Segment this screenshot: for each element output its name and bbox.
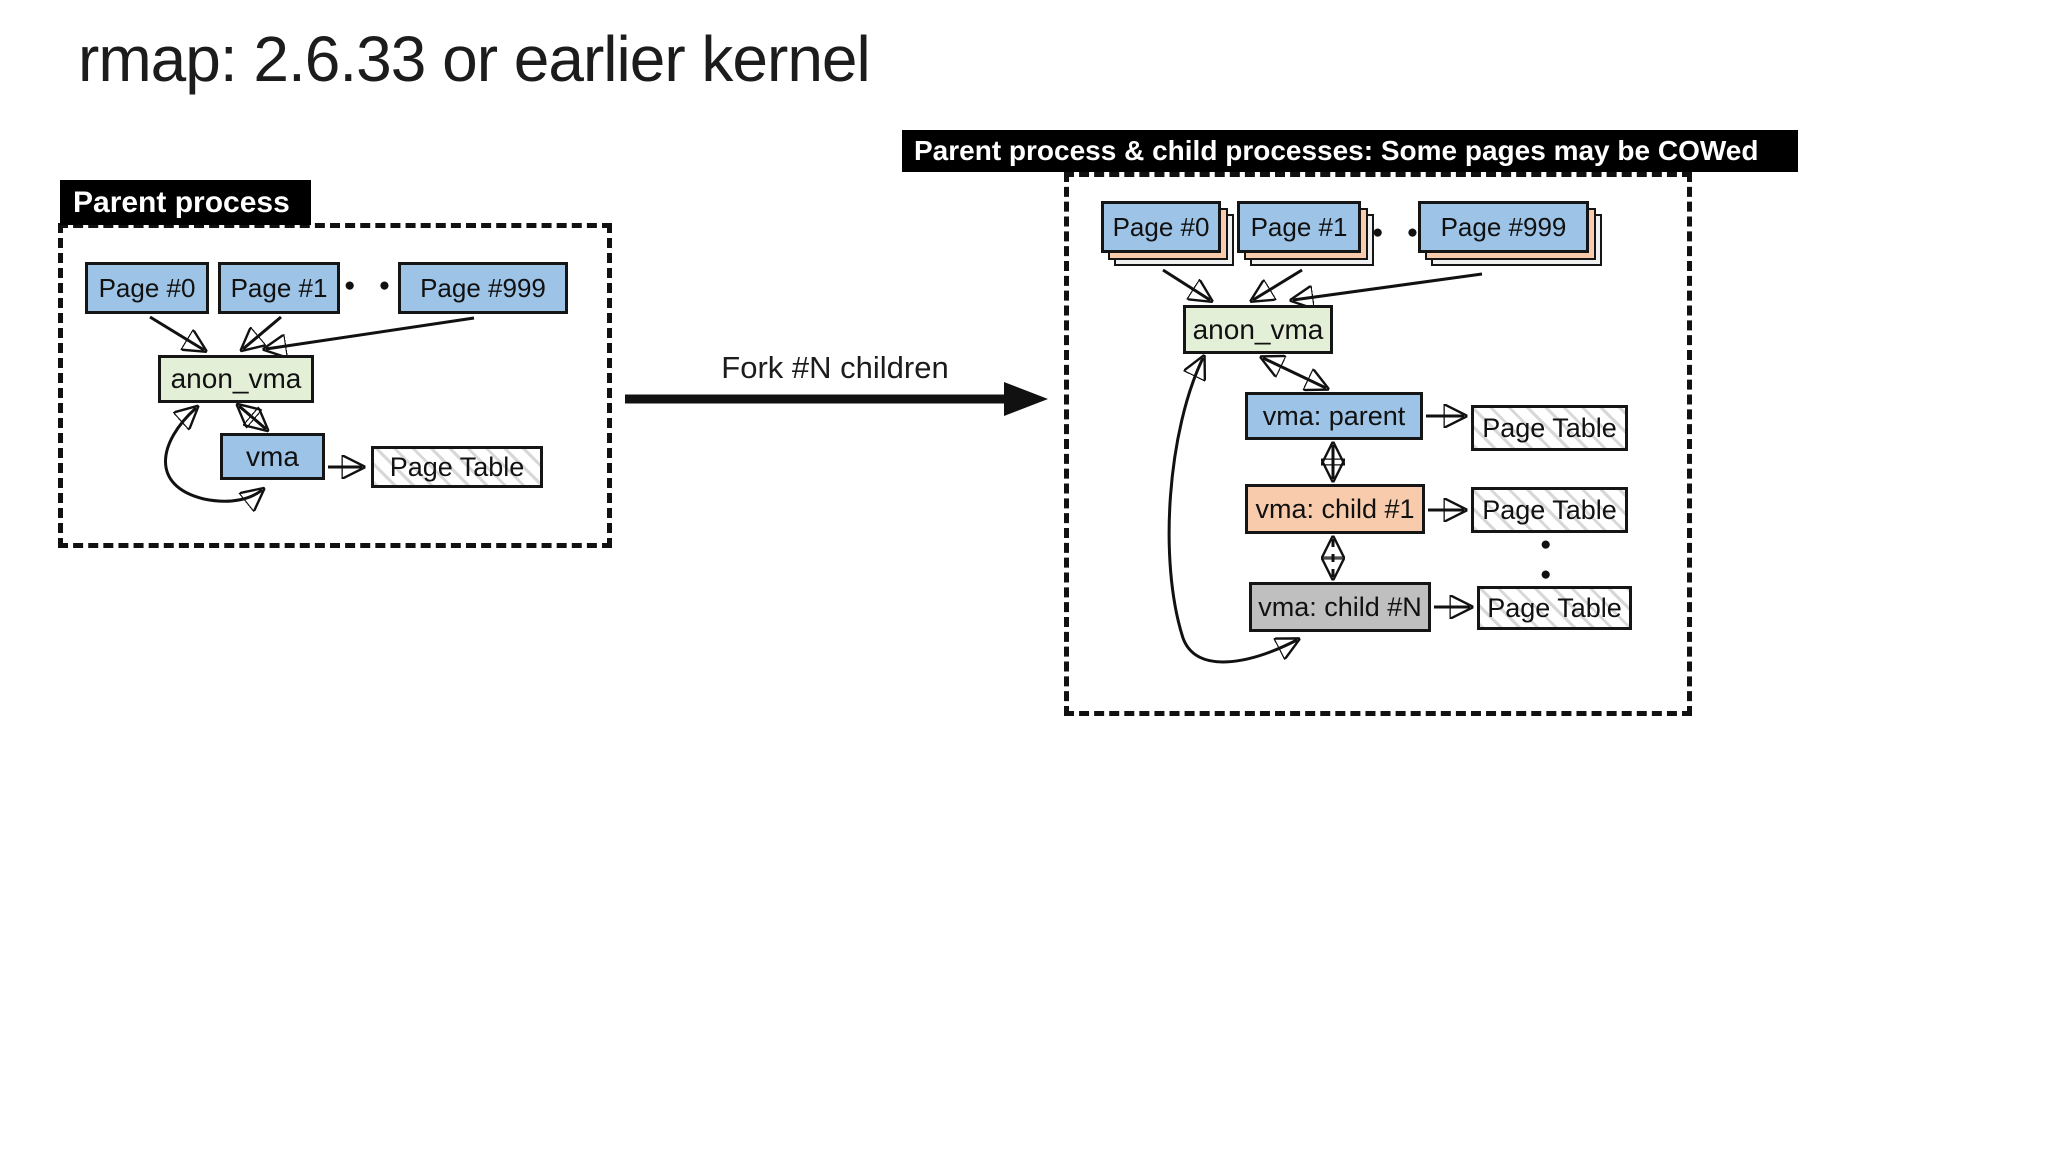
right-page-999-box: Page #999 [1418,201,1589,253]
parent-process-label: Parent process [60,180,311,225]
page-tables-ellipsis: ● ● [1540,534,1552,585]
parent-page-table-box: Page Table [1471,405,1628,451]
right-page-0-stack: Page #0 [1101,201,1234,266]
child-processes-label: Parent process & child processes: Some p… [902,130,1798,172]
right-page-1-stack: Page #1 [1237,201,1374,266]
left-vma-box: vma [220,433,325,480]
parent-process-boundary [58,223,612,548]
child-processes-boundary [1064,172,1692,716]
fork-label: Fork #N children [721,350,949,385]
child-1-page-table-box: Page Table [1471,487,1628,533]
right-page-1-box: Page #1 [1237,201,1361,253]
vma-child-1-box: vma: child #1 [1245,484,1425,534]
left-page-1-box: Page #1 [218,262,340,314]
left-pages-ellipsis: ● ● [344,275,400,296]
slide-title: rmap: 2.6.33 or earlier kernel [78,23,871,95]
vma-child-n-box: vma: child #N [1249,582,1431,632]
left-page-999-box: Page #999 [398,262,568,314]
left-page-table-box: Page Table [371,446,543,488]
right-pages-ellipsis: ● ● [1372,222,1428,243]
right-page-999-stack: Page #999 [1418,201,1602,266]
vma-parent-box: vma: parent [1245,392,1423,440]
left-anon-vma-box: anon_vma [158,355,314,403]
right-page-0-box: Page #0 [1101,201,1221,253]
left-page-0-box: Page #0 [85,262,209,314]
right-anon-vma-box: anon_vma [1183,305,1333,354]
fork-arrow-head [1004,382,1048,416]
child-n-page-table-box: Page Table [1477,586,1632,630]
